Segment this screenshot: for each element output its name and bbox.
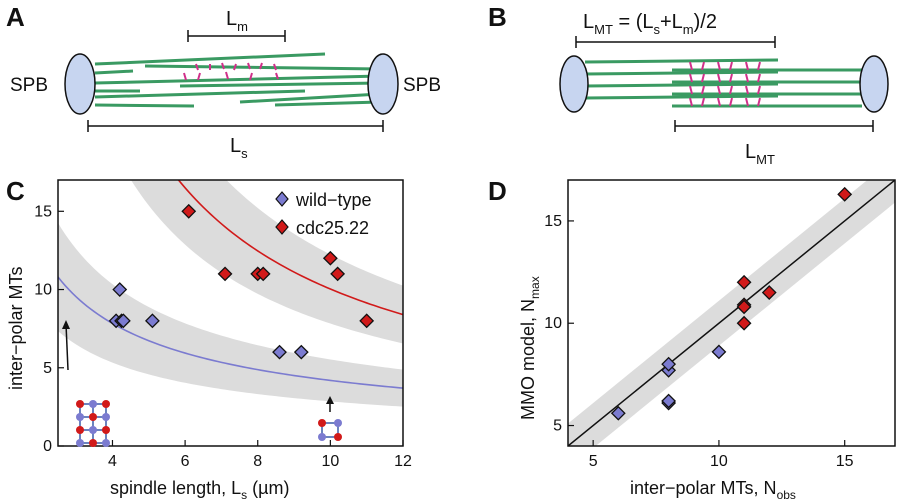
identity-line-d <box>568 180 895 446</box>
data-point-c <box>359 313 375 329</box>
panel-d: D 5 10 15 5 10 15 inter−polar MTs, Nobs MMO m… <box>488 176 896 500</box>
panel-a-label: A <box>6 2 25 32</box>
crosslinkers-a <box>183 62 279 81</box>
data-point-c <box>115 313 131 329</box>
spb-left-a <box>64 53 96 115</box>
data-point-d <box>661 393 677 409</box>
xtick-label-c: 4 <box>108 453 117 470</box>
spb-left-b <box>559 55 589 113</box>
lmt-label: LMT <box>745 141 775 167</box>
confidence-bands-c <box>58 180 403 407</box>
lmt-bottom-scale-bar <box>674 120 874 132</box>
ytick-label-d: 5 <box>553 418 562 435</box>
xtick-label-c: 12 <box>394 453 412 470</box>
data-point-c <box>322 250 338 266</box>
spb-right-a <box>367 53 399 115</box>
ls-scale-bar <box>87 120 384 132</box>
legend-marker-cdc <box>275 219 289 235</box>
data-point-d <box>736 299 752 315</box>
data-point-c <box>112 282 128 297</box>
ytick-label-c: 5 <box>43 360 52 377</box>
spb-left-label: SPB <box>10 75 48 96</box>
ytick-label-d: 10 <box>544 315 562 332</box>
data-point-d <box>761 285 777 300</box>
points-d <box>610 186 853 421</box>
inset-lattice-large <box>62 320 110 447</box>
data-point-c <box>181 203 197 219</box>
band-cdc <box>130 180 403 344</box>
plot-frame-d <box>567 179 896 447</box>
legend-label-wildtype: wild−type <box>295 190 372 210</box>
legend-c: wild−type cdc25.22 <box>275 190 372 238</box>
band-wildtype <box>58 222 403 407</box>
points-c <box>108 203 375 360</box>
data-point-d <box>736 315 752 331</box>
data-point-c <box>293 344 309 360</box>
xtick-label-d: 15 <box>836 453 854 470</box>
xtick-label-d: 5 <box>589 453 598 470</box>
panel-b: B LMT = (Ls+Lm)/2 <box>488 2 889 167</box>
ylabel-d: MMO model, Nmax <box>518 276 542 420</box>
ticks-d: 5 10 15 5 10 15 <box>544 213 853 470</box>
ticks-c: 4 6 8 10 12 0 5 10 15 <box>34 203 412 470</box>
spb-right-label: SPB <box>403 75 441 96</box>
microtubules-a <box>94 52 381 108</box>
lm-label: Lm <box>226 8 248 34</box>
lm-scale-bar <box>187 30 286 42</box>
ytick-label-d: 15 <box>544 213 562 230</box>
legend-marker-wildtype <box>275 191 289 207</box>
ytick-label-c: 10 <box>34 282 52 299</box>
panel-c-label: C <box>6 176 25 206</box>
ylabel-c: inter−polar MTs <box>6 266 26 390</box>
inset-lattice-small <box>318 396 342 441</box>
data-point-d <box>661 356 677 372</box>
plot-frame-c <box>57 179 404 447</box>
ls-label: Ls <box>230 135 248 161</box>
lmt-top-scale-bar <box>575 36 776 48</box>
data-point-d <box>837 186 853 202</box>
xlabel-d: inter−polar MTs, Nobs <box>630 478 796 500</box>
xlabel-c: spindle length, Ls (µm) <box>110 478 289 500</box>
xtick-label-c: 6 <box>181 453 190 470</box>
panel-a: A Lm <box>6 2 441 161</box>
ytick-label-c: 15 <box>34 203 52 220</box>
microtubules-b <box>584 58 862 108</box>
panel-b-label: B <box>488 2 507 32</box>
ytick-label-c: 0 <box>43 438 52 455</box>
data-point-d <box>610 405 626 421</box>
data-point-c <box>272 344 287 360</box>
xtick-label-c: 8 <box>253 453 262 470</box>
crosslinkers-b <box>689 61 761 107</box>
fit-curve-cdc <box>177 180 403 316</box>
data-point-c <box>217 266 233 282</box>
spb-right-b <box>859 55 889 113</box>
identity-line <box>568 180 895 446</box>
legend-label-cdc: cdc25.22 <box>296 218 369 238</box>
data-point-c <box>255 266 271 282</box>
xtick-label-d: 10 <box>710 453 728 470</box>
panel-d-label: D <box>488 176 507 206</box>
data-point-c <box>145 313 160 329</box>
panel-c: C 4 6 8 10 12 0 5 10 15 wild−type cdc25.22 <box>6 176 412 500</box>
xtick-label-c: 10 <box>321 453 339 470</box>
data-point-d <box>711 344 727 360</box>
data-point-c <box>330 266 346 282</box>
lmt-formula: LMT = (Ls+Lm)/2 <box>583 11 717 37</box>
data-point-d <box>736 274 752 290</box>
